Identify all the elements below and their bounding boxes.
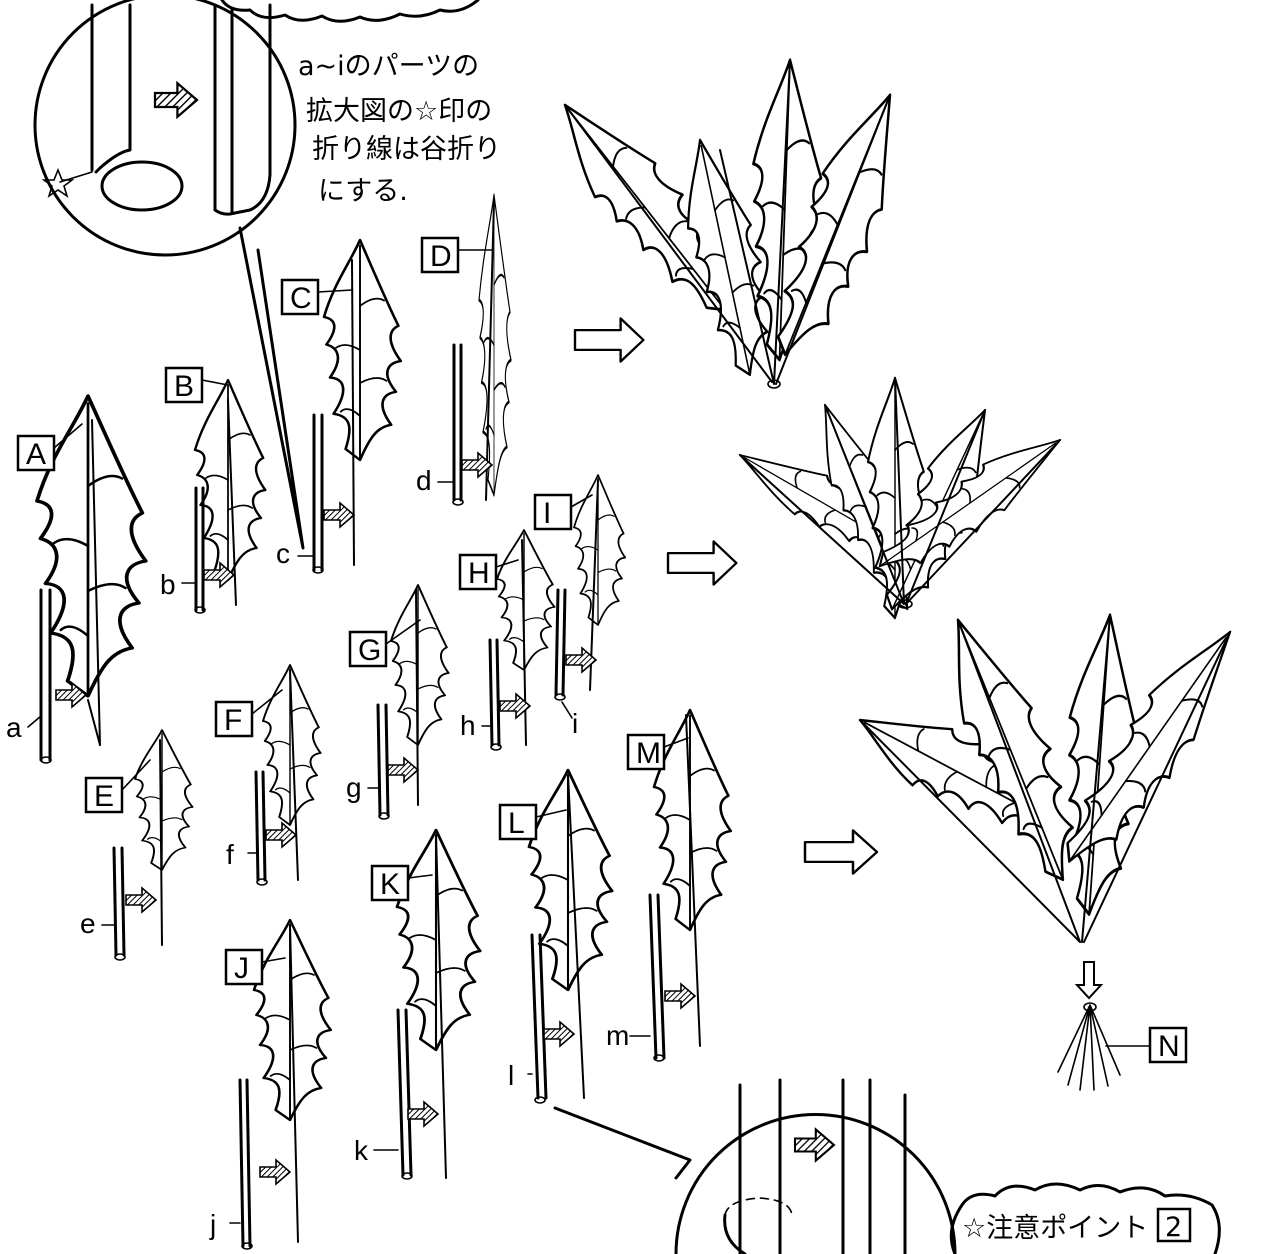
stem-label-text-a: a <box>6 712 22 743</box>
arrow-to-assembly-3 <box>805 830 877 873</box>
star-icon <box>44 170 72 196</box>
part-E <box>114 730 193 960</box>
label-text-E: E <box>94 780 114 813</box>
stem-label-text-k: k <box>354 1135 369 1166</box>
stem-label-text-b: b <box>160 569 176 600</box>
stem-label-m: m <box>606 1020 650 1051</box>
stem-label-f: f <box>226 839 256 870</box>
note-line-3: 折り線は谷折り <box>312 134 501 165</box>
stem-label-text-f: f <box>226 839 234 870</box>
stem-label-h: h <box>460 710 490 741</box>
part-G <box>378 585 449 819</box>
note-line-1: a~iのパーツの <box>298 51 479 82</box>
label-text-C: C <box>290 282 312 315</box>
note-bottom-badge: 2 <box>1165 1212 1182 1243</box>
stem-label-j: j <box>209 1209 240 1240</box>
stem-label-i: i <box>562 702 578 739</box>
arrow-to-assembly-2 <box>668 541 736 584</box>
part-D <box>453 195 511 505</box>
assembly-2 <box>728 378 1076 622</box>
label-text-B: B <box>174 370 194 403</box>
note-line-2: 拡大図の☆印の <box>306 96 492 127</box>
down-arrow-icon <box>1077 962 1101 998</box>
stem-label-text-c: c <box>276 538 290 569</box>
part-N <box>1058 1003 1150 1090</box>
label-text-I: I <box>543 497 551 530</box>
label-text-K: K <box>380 868 400 901</box>
label-text-G: G <box>358 634 381 667</box>
stem-label-d: d <box>416 465 454 496</box>
stem-label-text-l: l <box>508 1060 514 1091</box>
stem-label-g: g <box>346 772 378 803</box>
stem-label-text-m: m <box>606 1020 629 1051</box>
part-F <box>256 665 321 885</box>
part-L <box>529 770 612 1103</box>
note-top: a~iのパーツの 拡大図の☆印の 折り線は谷折り にする. <box>298 51 501 207</box>
stem-label-e: e <box>80 908 114 939</box>
label-text-H: H <box>468 557 490 590</box>
label-text-A: A <box>26 438 46 471</box>
stem-label-a: a <box>6 712 41 743</box>
stem-label-text-d: d <box>416 465 432 496</box>
part-H <box>490 530 555 750</box>
label-text-F: F <box>224 704 242 737</box>
magnifier-bottom <box>555 1080 955 1254</box>
note-line-4: にする. <box>318 176 408 207</box>
stem-label-text-g: g <box>346 772 362 803</box>
cloud-fragment-top <box>222 0 478 21</box>
label-text-D: D <box>430 240 452 273</box>
part-K <box>397 830 480 1179</box>
label-text-N: N <box>1158 1030 1180 1063</box>
label-D: D <box>422 238 492 273</box>
assembly-3 <box>845 606 1258 942</box>
stem-label-c: c <box>276 538 314 569</box>
stem-label-b: b <box>160 569 196 600</box>
stem-label-text-j: j <box>209 1209 216 1240</box>
stem-label-text-e: e <box>80 908 96 939</box>
stem-label-k: k <box>354 1135 398 1166</box>
label-text-M: M <box>636 737 661 770</box>
part-C <box>313 240 401 573</box>
stem-label-l: l <box>508 1060 532 1091</box>
part-B <box>195 380 265 613</box>
label-N: N <box>1150 1028 1186 1063</box>
stem-label-text-i: i <box>572 708 578 739</box>
note-bottom: ☆注意ポイント <box>962 1213 1148 1244</box>
arrow-to-assembly-1 <box>575 318 643 361</box>
label-text-L: L <box>508 807 525 840</box>
label-text-J: J <box>234 952 249 985</box>
stem-label-text-h: h <box>460 710 476 741</box>
